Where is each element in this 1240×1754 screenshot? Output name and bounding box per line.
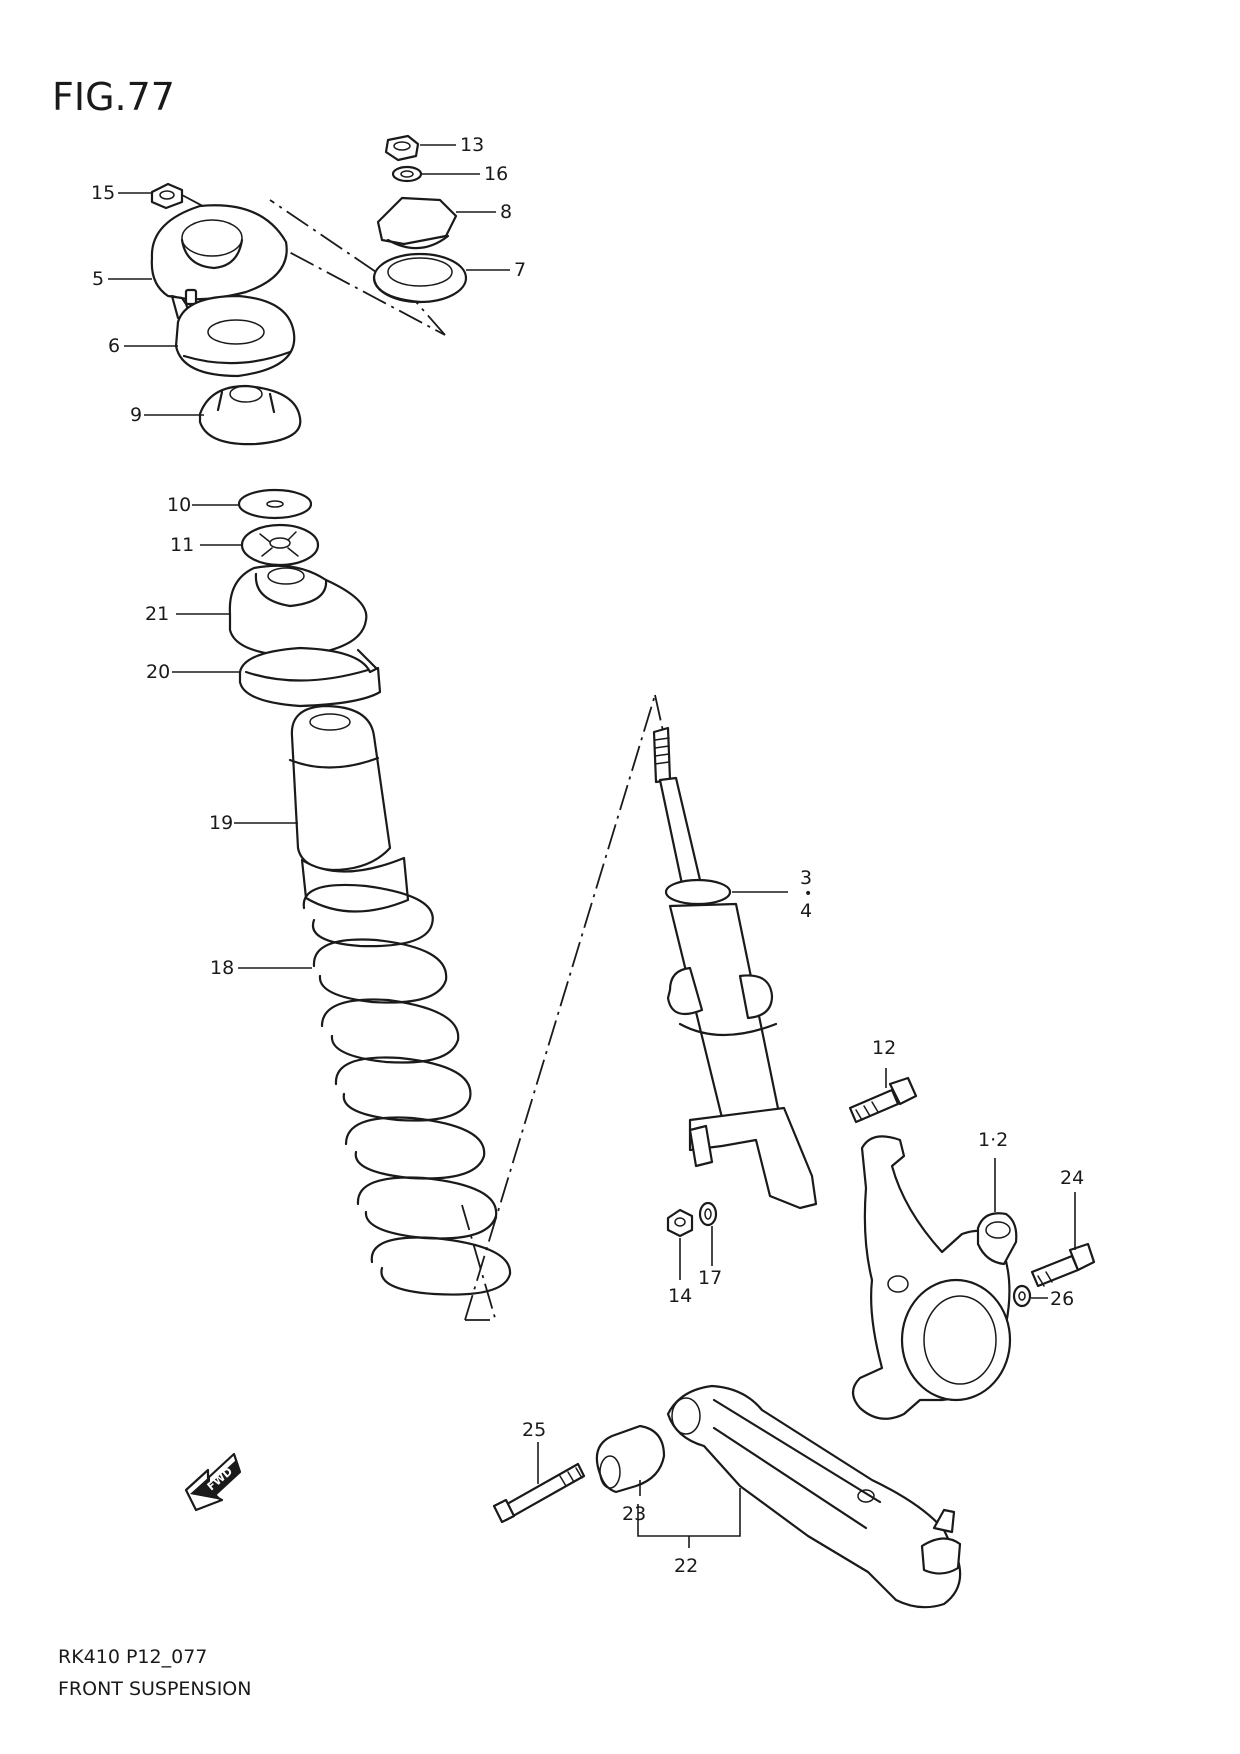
- part-9-seat: [144, 384, 302, 446]
- part-24-bolt: [1030, 1192, 1096, 1288]
- part-12-bolt: [848, 1068, 918, 1124]
- part-18-coil-spring: [238, 883, 512, 1296]
- callout-labels: 13 16 8 7 15 5 6 9 10 11 21 20 19 18 3 •…: [91, 134, 1084, 1577]
- callout-23: 23: [622, 1503, 646, 1525]
- callout-7: 7: [514, 259, 526, 281]
- part-15-nut: [118, 182, 184, 210]
- figure-title: FIG.77: [52, 75, 175, 119]
- part-10-washer: [192, 488, 313, 520]
- callout-5: 5: [92, 268, 104, 290]
- callout-8: 8: [500, 201, 512, 223]
- part-19-bump-stop: [234, 704, 410, 913]
- callout-dot: •: [804, 886, 812, 902]
- callout-21: 21: [145, 603, 169, 625]
- part-7-ring: [372, 252, 510, 304]
- callout-22: 22: [674, 1555, 698, 1577]
- callout-9: 9: [130, 404, 142, 426]
- part-3-4-shock-absorber: [652, 726, 818, 1210]
- part-20-insulator: [172, 646, 382, 708]
- callout-20: 20: [146, 661, 170, 683]
- part-25-bolt: [492, 1442, 586, 1524]
- part-14-nut: [666, 1208, 694, 1280]
- diagram-name: FRONT SUSPENSION: [58, 1678, 252, 1700]
- part-23-bushing: [595, 1424, 666, 1496]
- callout-25: 25: [522, 1419, 546, 1441]
- part-8-plate: [376, 196, 496, 250]
- diagram-code: RK410 P12_077: [58, 1646, 208, 1668]
- callout-11: 11: [170, 534, 194, 556]
- callout-12: 12: [872, 1037, 896, 1059]
- callout-14: 14: [668, 1285, 692, 1307]
- part-5-strut-mount: [108, 204, 288, 322]
- callout-10: 10: [167, 494, 191, 516]
- callout-26: 26: [1050, 1288, 1074, 1310]
- callout-4: 4: [800, 900, 812, 922]
- callout-19: 19: [209, 812, 233, 834]
- callout-18: 18: [210, 957, 234, 979]
- part-16-washer: [391, 165, 480, 183]
- part-21-upper-spring-seat: [176, 564, 368, 658]
- callout-15: 15: [91, 182, 115, 204]
- callout-1-2: 1·2: [978, 1129, 1008, 1151]
- callout-13: 13: [460, 134, 484, 156]
- callout-16: 16: [484, 163, 508, 185]
- part-11-ridged-washer: [200, 523, 320, 567]
- callout-24: 24: [1060, 1167, 1084, 1189]
- part-17-washer: [698, 1201, 718, 1266]
- part-6-bearing: [124, 294, 296, 378]
- part-22-control-arm: [637, 1384, 962, 1609]
- part-1-2-steering-knuckle: [851, 1135, 1018, 1420]
- part-13-nut: [384, 134, 456, 162]
- forward-direction-badge: FWD: [184, 1452, 242, 1512]
- part-26-washer: [1012, 1284, 1048, 1308]
- callout-3: 3: [800, 867, 812, 889]
- callout-6: 6: [108, 335, 120, 357]
- callout-17: 17: [698, 1267, 722, 1289]
